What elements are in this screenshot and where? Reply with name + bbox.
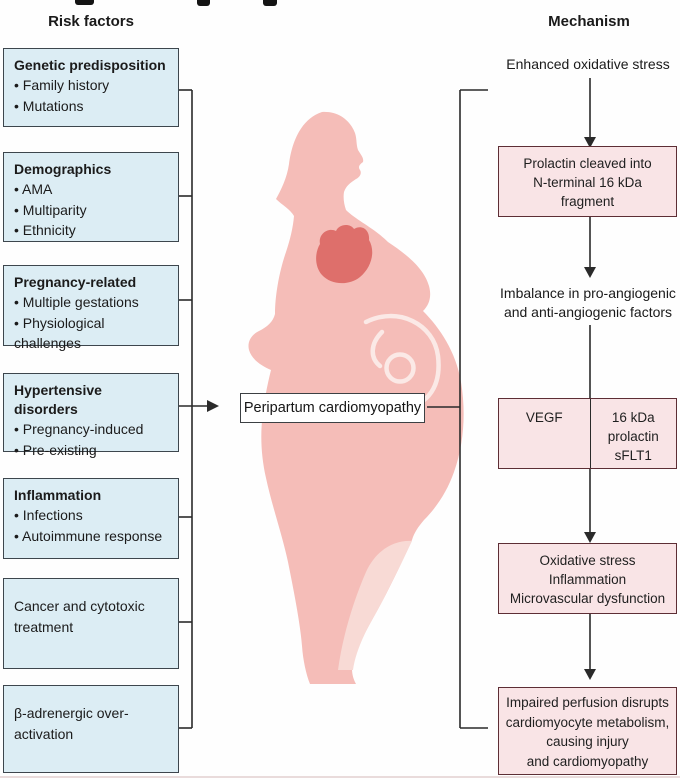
risk-box-hypertensive: Hypertensive disorders Pregnancy-induced… xyxy=(3,373,179,458)
risk-box-item: AMA xyxy=(14,179,169,200)
risk-box-title: Pregnancy-related xyxy=(14,274,137,290)
cropped-title-fragment xyxy=(263,0,277,6)
cropped-title-fragment xyxy=(75,0,94,5)
cropped-title-fragment xyxy=(197,0,210,6)
risk-box-item: Infections xyxy=(14,505,169,526)
mech-box-line: Impaired perfusion disrupts xyxy=(506,695,669,710)
risk-box-item: Physiological challenges xyxy=(14,313,169,354)
risk-box-pregnancy: Pregnancy-related Multiple gestations Ph… xyxy=(3,265,179,351)
risk-box-item: Mutations xyxy=(14,96,169,117)
mech-box-line: Inflammation xyxy=(548,572,627,587)
vegf-cell: VEGF xyxy=(499,399,591,468)
risk-factors-heading: Risk factors xyxy=(48,13,134,30)
risk-box-title: Hypertensive disorders xyxy=(14,382,102,417)
risk-box-genetic: Genetic predisposition Family history Mu… xyxy=(3,48,179,127)
risk-box-item: Multiple gestations xyxy=(14,292,169,313)
mech-box-impaired-perfusion: Impaired perfusion disrupts cardiomyocyt… xyxy=(498,687,677,775)
arrowhead-right xyxy=(207,400,219,412)
mech-box-line: causing injury xyxy=(546,734,629,749)
arrowhead-down xyxy=(584,669,596,680)
mech-text-line: Imbalance in pro-angiogenic xyxy=(500,285,676,301)
mech-box-line: cardiomyocyte metabolism, xyxy=(505,714,670,730)
risk-box-title: Inflammation xyxy=(14,487,102,503)
risk-box-item: Pre-existing xyxy=(14,440,169,461)
risk-box-title: Demographics xyxy=(14,161,112,177)
mech-box-line: fragment xyxy=(560,194,615,209)
mech-box-line: Prolactin cleaved into xyxy=(523,156,652,171)
risk-box-adrenergic: β-adrenergic over-activation xyxy=(3,685,179,773)
mechanism-imbalance-text: Imbalance in pro-angiogenic and anti-ang… xyxy=(488,284,680,322)
prolactin-sflt1-cell: 16 kDa prolactin sFLT1 xyxy=(591,399,677,468)
risk-box-demographics: Demographics AMA Multiparity Ethnicity xyxy=(3,152,179,242)
mech-box-line: prolactin xyxy=(607,429,659,444)
leg-highlight xyxy=(338,540,412,670)
arrowhead-down xyxy=(584,267,596,278)
mech-box-line: and cardiomyopathy xyxy=(526,753,649,769)
risk-box-title: Cancer and cytotoxic treatment xyxy=(14,598,145,635)
risk-box-cancer: Cancer and cytotoxic treatment xyxy=(3,578,179,669)
mech-box-line: 16 kDa xyxy=(611,410,655,425)
risk-box-title: Genetic predisposition xyxy=(14,57,166,73)
risk-box-title: β-adrenergic over-activation xyxy=(14,705,129,742)
mech-box-line: Microvascular dysfunction xyxy=(509,591,666,606)
peripartum-cardiomyopathy-label: Peripartum cardiomyopathy xyxy=(240,393,425,423)
mech-box-line: N-terminal 16 kDa xyxy=(533,175,642,190)
mech-box-line: Oxidative stress xyxy=(539,553,636,568)
mech-box-line: sFLT1 xyxy=(614,448,652,463)
risk-box-item: Autoimmune response xyxy=(14,526,169,547)
risk-box-item: Pregnancy-induced xyxy=(14,419,169,440)
risk-box-inflammation: Inflammation Infections Autoimmune respo… xyxy=(3,478,179,559)
mechanism-heading: Mechanism xyxy=(548,13,630,30)
mech-box-oxidative: Oxidative stress Inflammation Microvascu… xyxy=(498,543,677,614)
mech-box-vegf-sflt1: VEGF 16 kDa prolactin sFLT1 xyxy=(498,398,677,469)
arrowhead-down xyxy=(584,137,596,148)
bottom-divider xyxy=(0,776,680,778)
mech-text-line: and anti-angiogenic factors xyxy=(503,304,673,320)
risk-box-item: Family history xyxy=(14,75,169,96)
heart-icon xyxy=(316,225,373,284)
arrowhead-down xyxy=(584,532,596,543)
risk-box-item: Ethnicity xyxy=(14,220,169,241)
risk-box-item: Multiparity xyxy=(14,200,169,221)
mech-box-prolactin: Prolactin cleaved into N-terminal 16 kDa… xyxy=(498,146,677,217)
mechanism-start-text: Enhanced oxidative stress xyxy=(506,56,670,72)
